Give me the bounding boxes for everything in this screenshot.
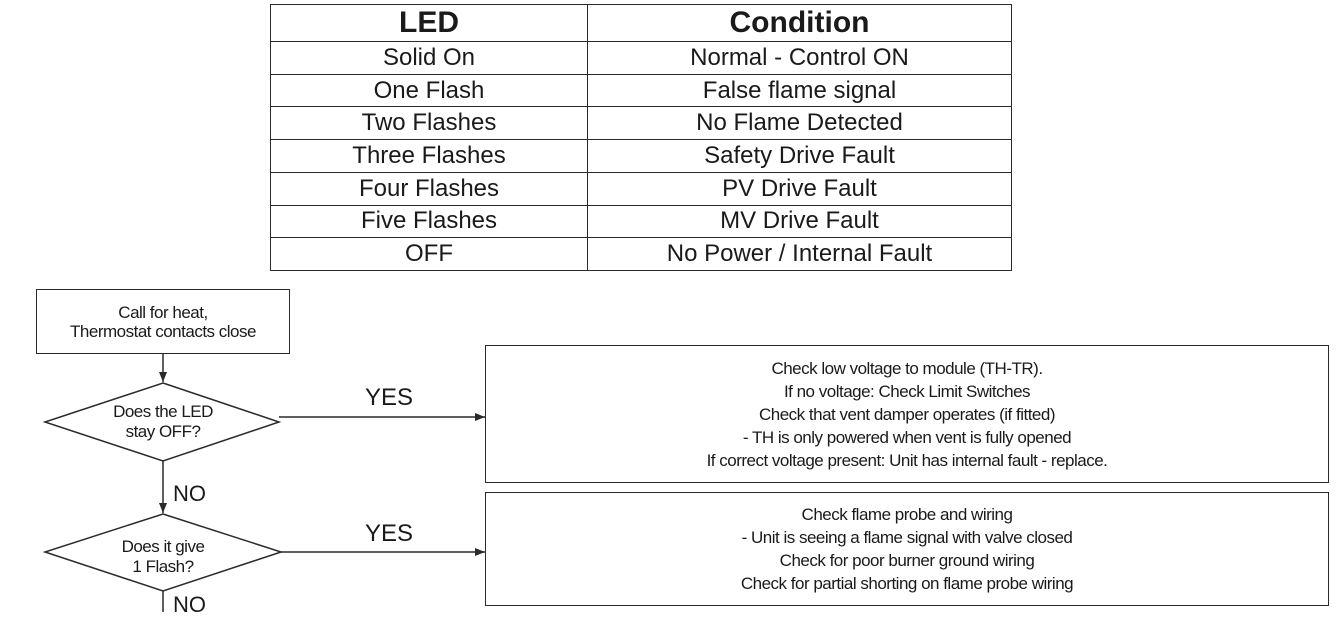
action-line: Check for partial shorting on flame prob… [740,574,1074,593]
condition-cell: MV Drive Fault [587,204,1012,239]
condition-cell: PV Drive Fault [587,171,1012,206]
decision-line: Does the LED [113,402,213,421]
table-row: OFF No Power / Internal Fault [270,237,1012,271]
table-row: Four Flashes PV Drive Fault [270,171,1012,206]
action-line: Check for poor burner ground wiring [779,551,1035,570]
action-box-one-flash: Check flame probe and wiring - Unit is s… [485,492,1329,606]
start-line: Thermostat contacts close [70,321,256,341]
led-cell: One Flash [270,73,588,108]
table-header-row: LED Condition [270,4,1012,42]
led-cell: Three Flashes [270,139,588,173]
yes-label-2: YES [365,520,414,547]
action-line: - Unit is seeing a flame signal with val… [741,528,1073,547]
yes-label-1: YES [365,384,414,411]
header-led: LED [270,4,588,42]
action-line: - TH is only powered when vent is fully … [742,427,1072,447]
no-label-1: NO [173,481,206,506]
led-cell: Five Flashes [270,204,588,239]
start-box: Call for heat, Thermostat contacts close [36,289,290,354]
led-cell: Two Flashes [270,106,588,141]
condition-cell: No Flame Detected [587,106,1012,141]
action-line: Check flame probe and wiring [801,505,1013,524]
start-line: Call for heat, [118,302,208,322]
action-line: Check low voltage to module (TH-TR). [771,358,1043,378]
table-row: Three Flashes Safety Drive Fault [270,139,1012,173]
led-condition-table: LED Condition Solid On Normal - Control … [270,4,1012,271]
no-label-2: NO [173,592,206,617]
table-row: Solid On Normal - Control ON [270,41,1012,75]
action-line: If correct voltage present: Unit has int… [706,450,1108,470]
header-condition: Condition [587,4,1012,42]
table-row: Two Flashes No Flame Detected [270,106,1012,141]
condition-cell: No Power / Internal Fault [587,237,1012,271]
table-row: Five Flashes MV Drive Fault [270,204,1012,239]
decision-1-text: Does the LED stay OFF? [88,402,238,442]
action-line: Check that vent damper operates (if fitt… [759,404,1056,424]
decision-2-text: Does it give 1 Flash? [88,537,238,577]
led-cell: OFF [270,237,588,271]
led-cell: Four Flashes [270,171,588,206]
decision-line: 1 Flash? [132,557,194,576]
action-line: If no voltage: Check Limit Switches [783,381,1031,401]
action-box-led-off: Check low voltage to module (TH-TR). If … [485,345,1329,483]
decision-line: stay OFF? [125,422,201,441]
condition-cell: Safety Drive Fault [587,139,1012,173]
led-cell: Solid On [270,41,588,75]
decision-line: Does it give [121,537,205,556]
